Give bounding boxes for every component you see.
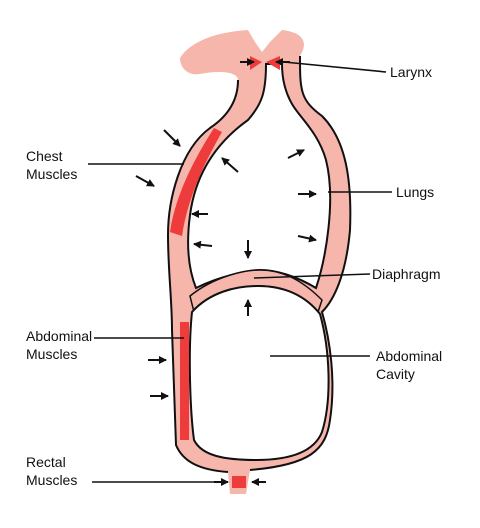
larynx-leader: [283, 61, 387, 73]
lung-arrow-6: [297, 234, 317, 243]
label-rectal-muscles-1: Rectal: [26, 454, 66, 470]
label-chest-muscles-2: Muscles: [26, 166, 78, 182]
abdominal-cavity: [188, 284, 330, 462]
abdominal-muscle: [180, 322, 189, 440]
label-lungs: Lungs: [396, 184, 435, 200]
label-larynx: Larynx: [390, 64, 433, 80]
leader-lines: [88, 61, 392, 483]
chest-muscle: [170, 128, 222, 236]
rectal-muscle: [232, 476, 246, 488]
lung-arrow-1: [221, 157, 239, 173]
lung-arrow-5: [193, 240, 213, 249]
label-diaphragm: Diaphragm: [372, 266, 441, 282]
label-abdominal-cavity-1: Abdominal: [376, 348, 443, 364]
label-rectal-muscles-2: Muscles: [26, 472, 78, 488]
lung-arrow-2: [287, 149, 305, 159]
label-chest-muscles-1: Chest: [26, 148, 63, 164]
chest-arrow-2: [135, 175, 155, 187]
label-abdominal-cavity-2: Cavity: [376, 366, 415, 382]
diaphragm-leader: [253, 273, 371, 279]
label-abdominal-muscles-1: Abdominal: [26, 328, 93, 344]
body-outline: [166, 55, 352, 473]
chest-arrow-1: [163, 129, 181, 147]
label-abdominal-muscles-2: Muscles: [26, 346, 78, 362]
